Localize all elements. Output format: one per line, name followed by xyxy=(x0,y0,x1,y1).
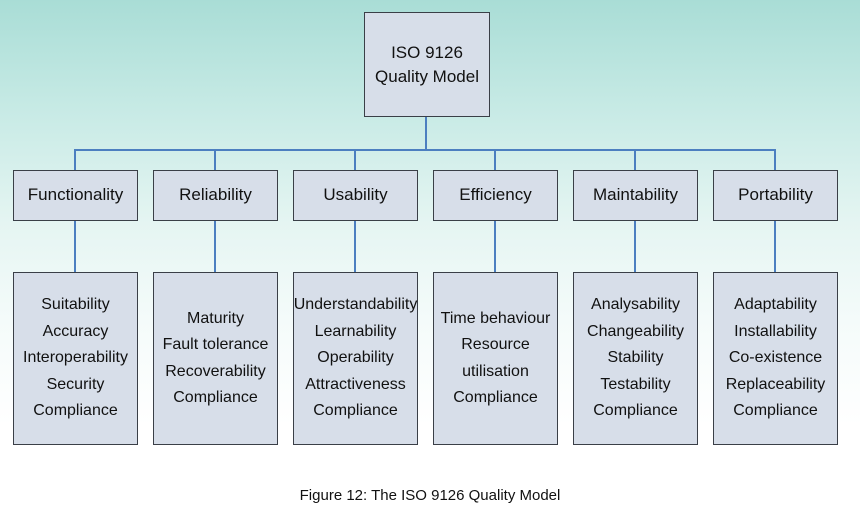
category-label: Efficiency xyxy=(459,185,532,205)
branch-connector-maintability xyxy=(634,149,636,171)
attribute-item: Attractiveness xyxy=(305,375,406,393)
attribute-item: Compliance xyxy=(33,402,118,420)
attributes-portability: Adaptability Installability Co-existence… xyxy=(713,272,838,445)
attribute-item: Compliance xyxy=(593,402,678,420)
attributes-maintability: Analysability Changeability Stability Te… xyxy=(573,272,698,445)
attribute-item: Analysability xyxy=(591,296,680,314)
category-label: Portability xyxy=(738,185,813,205)
root-node: ISO 9126 Quality Model xyxy=(364,12,490,117)
category-label: Maintability xyxy=(592,185,679,205)
leaf-connector-portability xyxy=(774,220,776,273)
horizontal-bus xyxy=(74,149,775,151)
category-maintability: Maintability xyxy=(573,170,698,221)
attribute-item: Learnability xyxy=(314,322,397,340)
attribute-item: Changeability xyxy=(587,322,684,340)
attribute-item: Installability xyxy=(734,322,817,340)
attribute-item: Suitability xyxy=(41,296,110,314)
branch-connector-portability xyxy=(774,149,776,171)
leaf-connector-functionality xyxy=(74,220,76,273)
attribute-item: Compliance xyxy=(453,389,538,406)
branch-connector-functionality xyxy=(74,149,76,171)
attribute-item: Accuracy xyxy=(42,322,109,340)
category-usability: Usability xyxy=(293,170,418,221)
category-functionality: Functionality xyxy=(13,170,138,221)
leaf-connector-efficiency xyxy=(494,220,496,273)
category-portability: Portability xyxy=(713,170,838,221)
attribute-item: Operability xyxy=(317,349,394,367)
branch-connector-efficiency xyxy=(494,149,496,171)
leaf-connector-reliability xyxy=(214,220,216,273)
attributes-usability: Understandability Learnability Operabili… xyxy=(293,272,418,445)
category-label: Usability xyxy=(323,185,388,205)
leaf-connector-maintability xyxy=(634,220,636,273)
attribute-item: Understandability xyxy=(293,296,418,314)
attribute-item: Recoverability xyxy=(165,362,266,380)
attributes-efficiency: Time behaviour Resource utilisation Comp… xyxy=(433,272,558,445)
attribute-item: Stability xyxy=(607,349,664,367)
attribute-item: Time behaviour xyxy=(440,309,551,327)
category-efficiency: Efficiency xyxy=(433,170,558,221)
attribute-item: Fault tolerance xyxy=(162,336,269,353)
root-connector xyxy=(425,116,427,150)
category-label: Functionality xyxy=(27,185,124,205)
root-title-line2: Quality Model xyxy=(375,66,479,86)
attribute-item: Resource utilisation xyxy=(461,336,530,380)
attribute-item: Compliance xyxy=(313,402,398,420)
attribute-item: Compliance xyxy=(733,402,818,420)
attribute-item: Interoperability xyxy=(23,349,128,367)
attributes-functionality: Suitability Accuracy Interoperability Se… xyxy=(13,272,138,445)
attributes-reliability: Maturity Fault tolerance Recoverability … xyxy=(153,272,278,445)
category-reliability: Reliability xyxy=(153,170,278,221)
branch-connector-usability xyxy=(354,149,356,171)
category-label: Reliability xyxy=(179,185,252,205)
figure-caption: Figure 12: The ISO 9126 Quality Model xyxy=(299,487,561,504)
attribute-item: Co-existence xyxy=(728,349,823,367)
root-title-line1: ISO 9126 xyxy=(391,42,463,62)
attribute-item: Security xyxy=(46,375,105,393)
attribute-item: Replaceability xyxy=(725,375,826,393)
attribute-item: Testability xyxy=(600,375,671,393)
branch-connector-reliability xyxy=(214,149,216,171)
leaf-connector-usability xyxy=(354,220,356,273)
attribute-item: Compliance xyxy=(173,389,258,406)
attribute-item: Maturity xyxy=(187,309,244,327)
attribute-item: Adaptability xyxy=(734,296,817,314)
